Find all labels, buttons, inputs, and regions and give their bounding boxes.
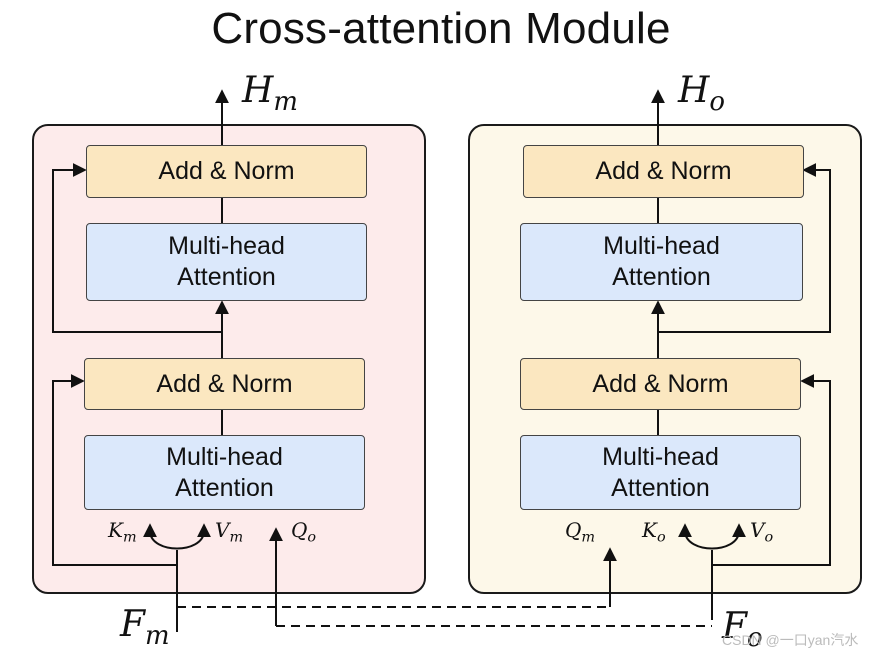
right-top-residual-arrow (658, 163, 831, 333)
left-top-add-norm-label: Add & Norm (158, 157, 295, 185)
left-bottom-attention-block: Multi-head Attention (84, 435, 365, 510)
left-kv-split-curve (149, 531, 205, 550)
left-q-label: Qo (291, 518, 317, 546)
diagram-title: Cross-attention Module (211, 4, 671, 53)
right-top-add-norm-label: Add & Norm (595, 157, 732, 185)
right-bottom-attention-block: Multi-head Attention (520, 435, 801, 510)
right-v-label: Vo (750, 518, 774, 546)
left-top-attention-block: Multi-head Attention (86, 223, 367, 301)
left-bottom-attention-line2: Attention (175, 473, 274, 502)
left-k-label: Km (108, 518, 137, 546)
left-bottom-add-norm-label: Add & Norm (156, 369, 293, 398)
left-top-add-norm-block: Add & Norm (86, 145, 367, 198)
left-output-label: Hm (242, 70, 298, 117)
left-top-attention-line1: Multi-head (168, 232, 285, 260)
source-watermark: CSDN @一口yan汽水 (722, 632, 859, 648)
right-bottom-attention-line1: Multi-head (602, 442, 719, 471)
right-top-attention-block: Multi-head Attention (520, 223, 803, 301)
right-bottom-residual-arrow (712, 374, 831, 566)
right-bottom-add-norm-label: Add & Norm (592, 369, 729, 398)
left-v-label: Vm (215, 518, 244, 546)
right-input-label: Fo (722, 606, 763, 653)
left-bottom-add-norm-block: Add & Norm (84, 358, 365, 410)
right-top-attention-line2: Attention (612, 263, 711, 291)
right-top-add-norm-block: Add & Norm (523, 145, 804, 198)
left-bottom-residual-arrow (52, 374, 177, 566)
right-k-label: Ko (642, 518, 666, 546)
right-bottom-attention-line2: Attention (611, 473, 710, 502)
left-bottom-attention-line1: Multi-head (166, 442, 283, 471)
right-kv-split-curve (684, 531, 740, 550)
left-top-residual-arrow (52, 163, 222, 333)
right-q-label: Qm (565, 518, 596, 546)
right-output-label: Ho (678, 70, 726, 117)
left-top-attention-line2: Attention (177, 263, 276, 291)
right-bottom-add-norm-block: Add & Norm (520, 358, 801, 410)
right-top-attention-line1: Multi-head (603, 232, 720, 260)
left-input-label: Fm (120, 604, 170, 651)
